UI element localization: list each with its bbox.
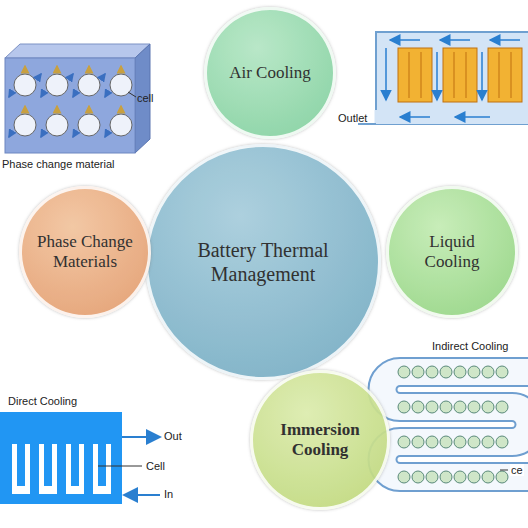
leader-line: [500, 470, 508, 471]
topic-circle: Air Cooling: [204, 7, 336, 139]
circle-label: Liquid Cooling: [402, 232, 502, 273]
part-label: In: [164, 488, 173, 500]
air-cooling-pack: [358, 32, 528, 124]
circle-label: Immersion Cooling: [265, 420, 375, 461]
pcm-block: [5, 44, 150, 153]
topic-circle: Immersion Cooling: [250, 370, 390, 510]
circle-label: Battery Thermal Management: [168, 238, 358, 286]
circle-label: Phase Change Materials: [35, 232, 135, 273]
topic-circle: Phase Change Materials: [19, 186, 151, 318]
part-label: Phase change material: [2, 158, 115, 170]
part-label: Direct Cooling: [8, 395, 77, 407]
part-label: Out: [164, 430, 182, 442]
topic-circle: Liquid Cooling: [386, 186, 518, 318]
part-label: cell: [137, 92, 154, 104]
part-label: Cell: [146, 460, 165, 472]
part-label: ce: [510, 464, 524, 476]
circle-label: Air Cooling: [215, 63, 325, 83]
part-label: Indirect Cooling: [432, 340, 508, 352]
topic-circle: Battery Thermal Management: [145, 144, 381, 380]
part-label: Outlet: [338, 112, 367, 124]
direct-cooling-plate: [0, 412, 160, 504]
serpentine-tube: [383, 366, 528, 483]
